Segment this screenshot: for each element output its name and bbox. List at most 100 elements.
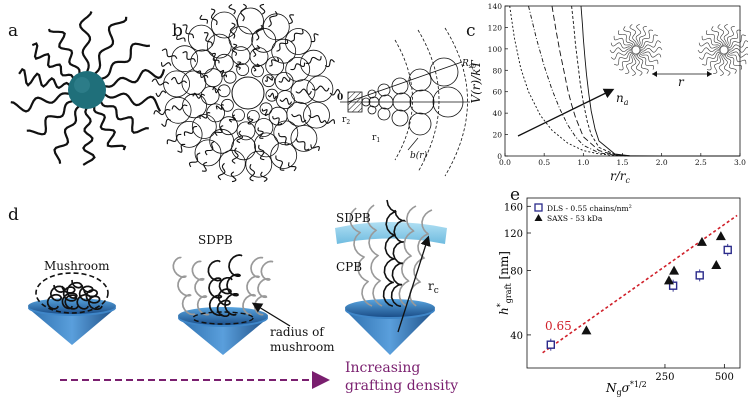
panel-b-schematic-blob (409, 89, 435, 115)
panel-e-ytick-label: 40 (510, 331, 523, 342)
panel-a-chain (18, 67, 72, 90)
panel-b-chain-end (310, 144, 320, 152)
panel-b-blob (187, 24, 215, 52)
panel-b-chain-segment (305, 56, 322, 64)
panel-b-blob (164, 96, 192, 124)
panel-a-chain (53, 104, 81, 164)
panel-d-sdpb-grey-chain (242, 256, 264, 316)
panel-b-blob-schematic: 0 r2 r1 Rsp b(r) (337, 27, 476, 177)
panel-e-dls-point (668, 281, 678, 290)
panel-b-chain-segment (267, 92, 277, 100)
panel-c-inset-chain (701, 51, 721, 66)
panel-b-chain-segment (255, 24, 264, 41)
panel-b-schematic-blob (377, 107, 391, 121)
panel-e-xtick-label: 250 (655, 372, 674, 383)
panel-b-blob (245, 150, 273, 178)
panel-a-polymer-chains (10, 11, 166, 166)
panel-b-schematic-blob (367, 105, 377, 115)
panel-b-chain-end (230, 171, 237, 183)
panel-b-blob (219, 116, 239, 136)
panel-c-inset-chain (638, 52, 655, 70)
panel-c-inset-chain (610, 50, 633, 60)
panel-a-chain (103, 92, 162, 112)
panel-c-inset-chain (618, 52, 634, 71)
panel-b-blob-label: b(r) (410, 150, 428, 161)
panel-d-arrow-text-2: grafting density (345, 378, 458, 394)
panel-b-chain-segment (210, 8, 218, 26)
panel-c-inset-chain (697, 47, 721, 54)
panel-b-chain-end (329, 88, 341, 96)
panel-c-inset-chain (725, 53, 737, 74)
panel-e-ytick-label: 120 (504, 229, 523, 240)
panel-d-sdpb-grey-chain (191, 260, 210, 316)
panel-c-ytick-label: 140 (488, 2, 503, 11)
panel-c-letter: c (466, 21, 476, 41)
panel-c-ytick-label: 100 (488, 45, 503, 54)
panel-d-sdpb-chains (172, 254, 274, 318)
panel-c-inset-chain (705, 30, 722, 48)
panel-b-blob (236, 121, 256, 141)
panel-c-inset-core-2 (719, 45, 729, 55)
panel-b-blob (191, 114, 217, 139)
panel-b-blob (285, 57, 311, 82)
panel-b-chain-segment (257, 127, 264, 139)
panel-c-curve-5 (580, 5, 740, 157)
panel-a-chain (78, 11, 93, 74)
panel-d-rc-label: rc (428, 279, 439, 296)
panel-b-chain-segment (203, 32, 213, 47)
panel-b-chain-segment (192, 92, 206, 99)
panel-a-chain (47, 28, 81, 75)
panel-d-rc-arrow (397, 235, 431, 333)
panel-b-schematic-blob (408, 68, 432, 92)
panel-c-xtick-label: 0.0 (499, 158, 511, 167)
panel-c-xtick-label: 2.5 (695, 158, 707, 167)
panel-b-blob (223, 70, 237, 84)
panel-a-chain (26, 99, 75, 136)
panel-b-chain-segment (229, 22, 236, 39)
panel-b-chain-segment (278, 132, 290, 146)
panel-b-schematic-blob (377, 83, 391, 97)
panel-b-r1-label: r1 (372, 133, 380, 144)
panel-c-inset-chain (727, 50, 748, 58)
panel-c-curve-4 (571, 5, 740, 157)
panel-c-xtick-label: 2.0 (656, 158, 668, 167)
panel-c-inset-chain (639, 46, 663, 53)
panel-d-mushroom-envelope (35, 272, 109, 314)
panel-b-blob (303, 101, 330, 129)
panel-b-chain-segment (290, 62, 306, 71)
panel-d-radius-arrow (251, 302, 291, 327)
panel-b-chain-segment (290, 29, 304, 43)
panel-b-blob (270, 142, 298, 169)
panel-c-inset-chain (725, 26, 735, 47)
panel-c-inset-chain (635, 24, 642, 47)
panel-b-letter: b (172, 21, 183, 41)
panel-b-blob (300, 49, 327, 77)
panel-b-blob-shells (163, 7, 334, 178)
panel-b-blob (274, 72, 294, 91)
panel-c-inset-chain (617, 30, 634, 48)
panel-b-blob (214, 53, 234, 73)
panel-b-chain-segment (275, 155, 285, 171)
panel-b-chain-segment (240, 3, 247, 22)
panel-d-mushroom-substrate (28, 298, 116, 345)
panel-b-blob (163, 70, 191, 98)
panel-b-chain-squiggles (151, 3, 341, 183)
legend-dls-label: DLS - 0.55 chains/nm2 (547, 204, 632, 213)
panel-c-inset-chain (713, 53, 723, 74)
panel-c-curve-2 (528, 5, 740, 157)
panel-b-chain-segment (199, 112, 211, 120)
panel-c-xtick-label: 0.5 (538, 158, 550, 167)
panel-c-inset-chain (698, 42, 721, 50)
panel-d-sdpb-black-chain (216, 276, 233, 318)
panel-b-chain-segment (231, 43, 238, 56)
panel-b-chain-end (228, 3, 236, 15)
panel-e-ylabel: h*graft [nm] (496, 251, 513, 315)
panel-b-schematic-blob (408, 112, 432, 136)
panel-c-inset-chain (637, 53, 649, 74)
panel-b-chain-segment (196, 70, 209, 78)
panel-b-chain-segment (211, 52, 220, 64)
panel-c-inset-chain (613, 35, 633, 48)
panel-b-chain-segment (153, 109, 171, 116)
panel-a-core-highlight (74, 77, 90, 93)
